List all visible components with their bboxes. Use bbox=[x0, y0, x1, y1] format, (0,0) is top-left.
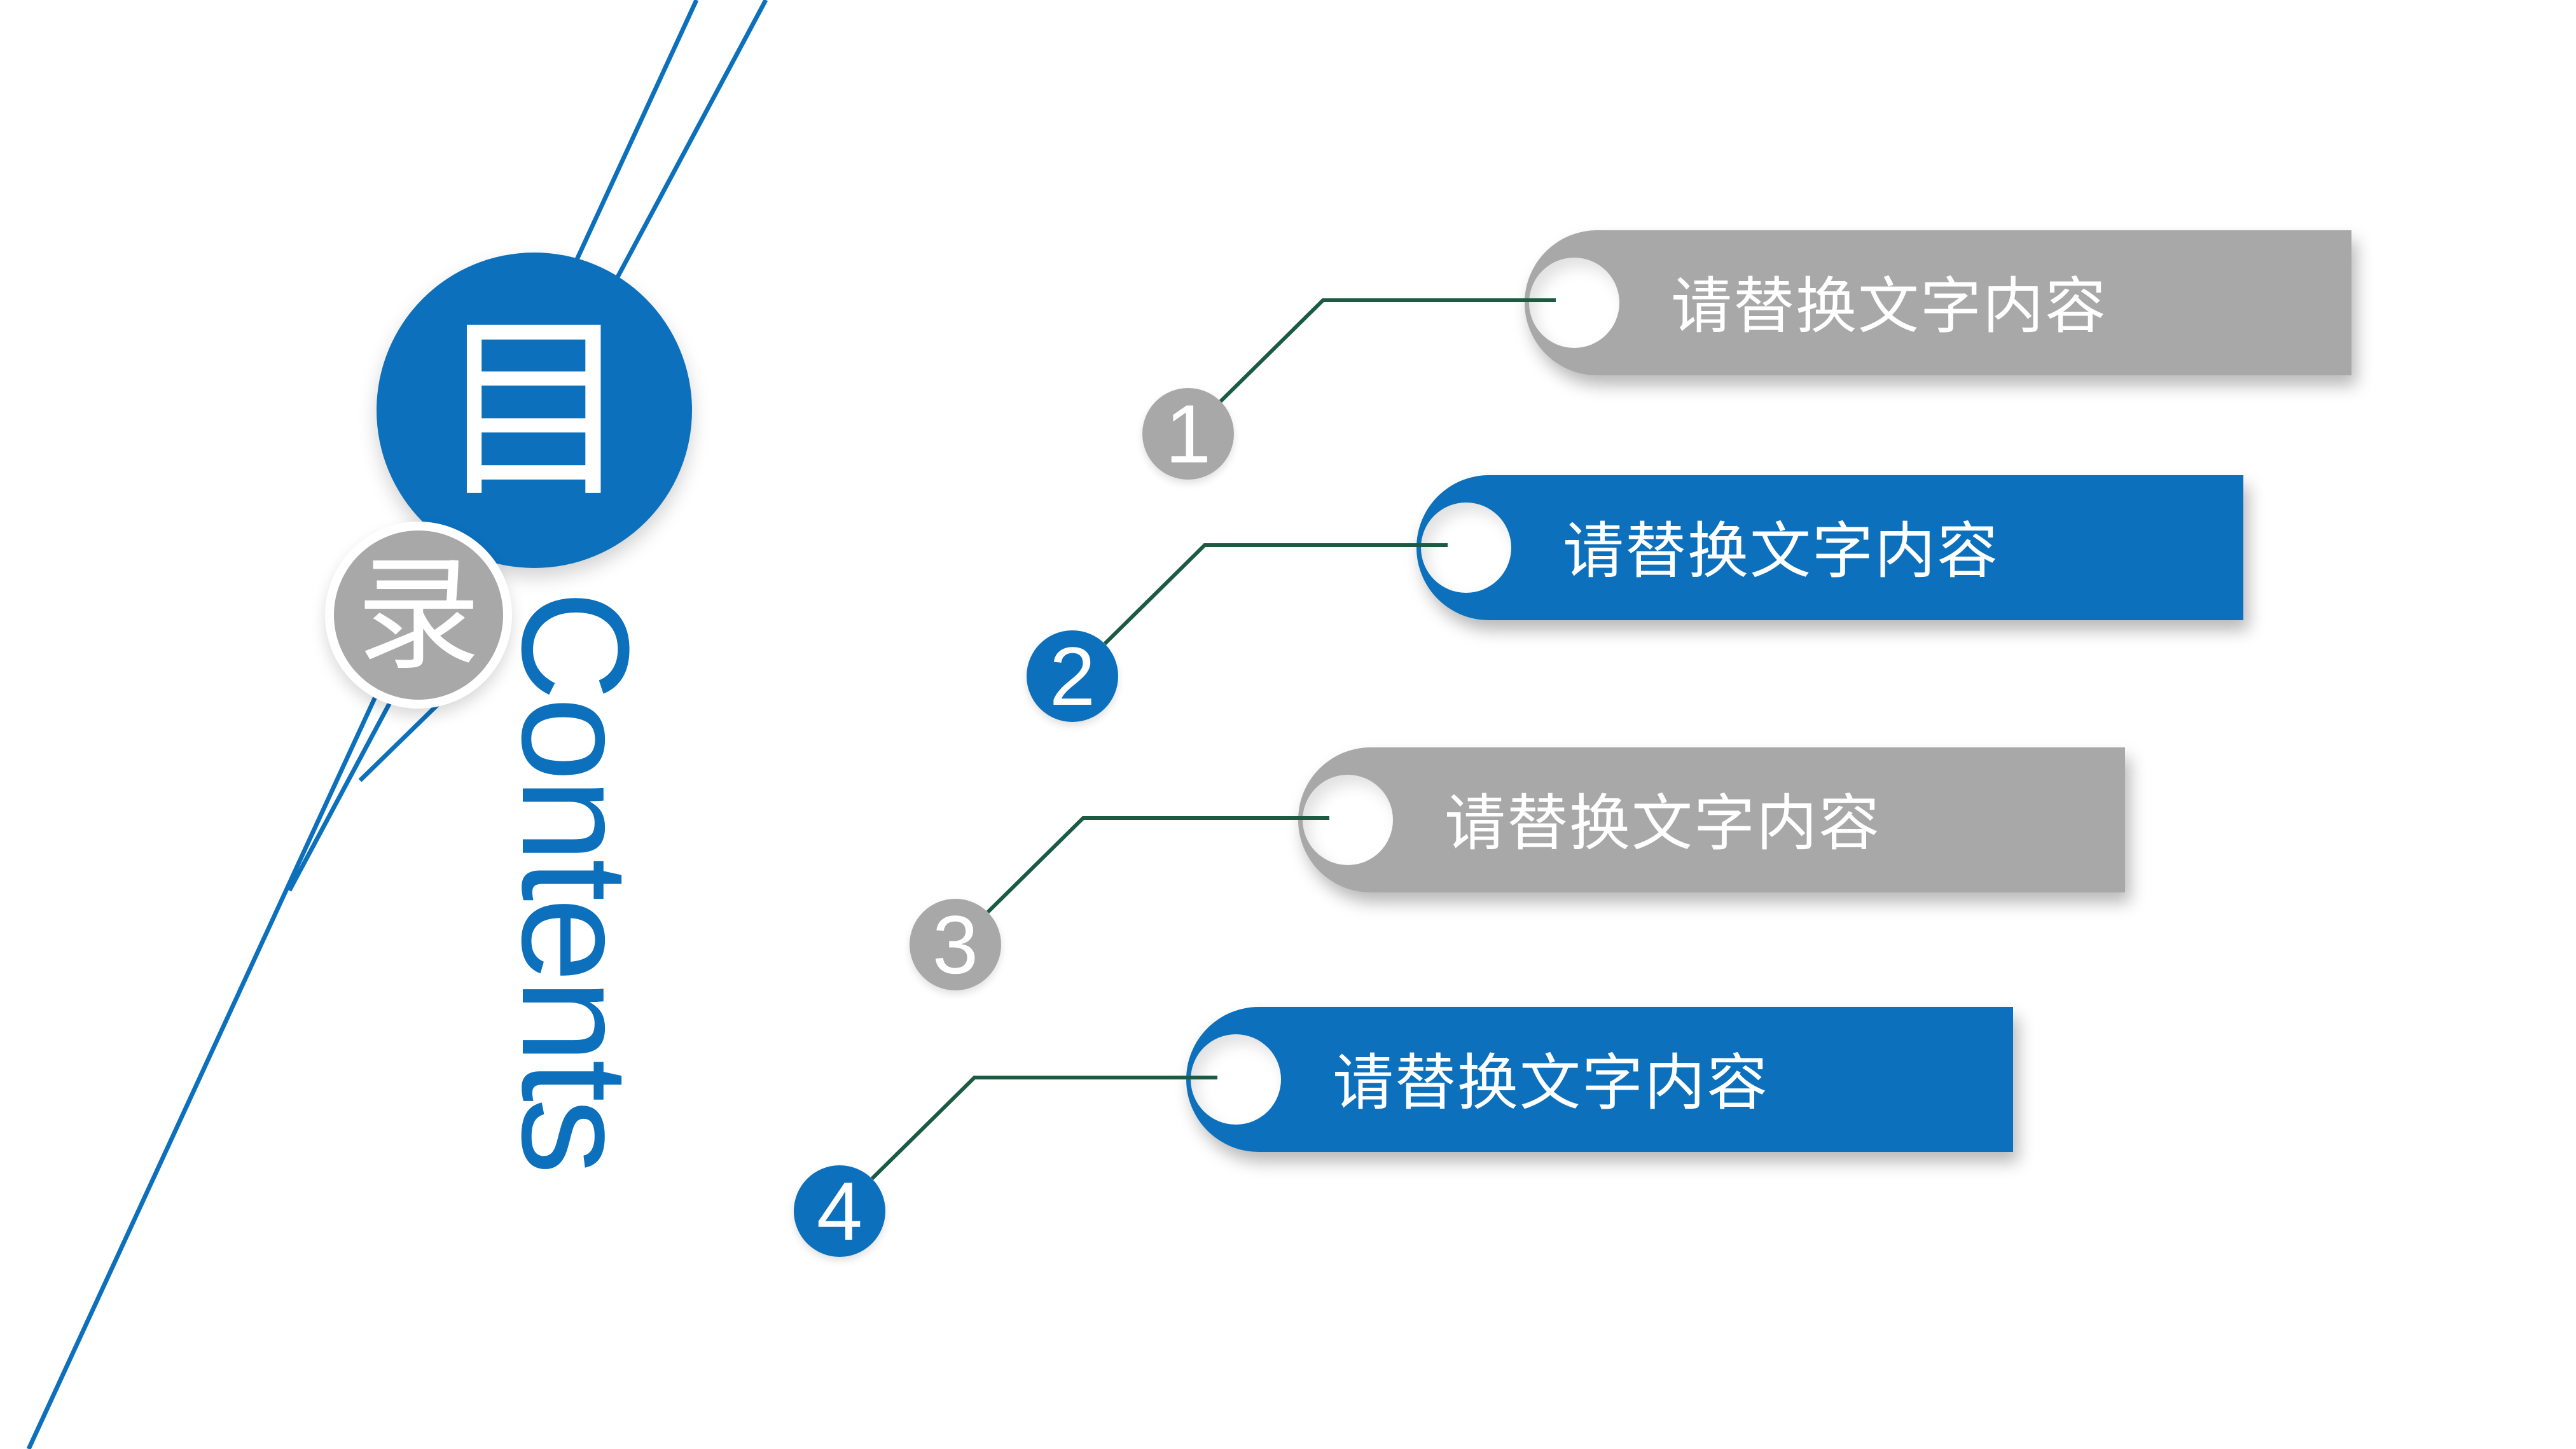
bar-end-circle bbox=[1529, 258, 1619, 348]
toc-item-number-2[interactable]: 2 bbox=[1027, 630, 1118, 722]
toc-subtitle-circle: 录 bbox=[325, 522, 512, 709]
toc-item-bar-3[interactable]: 请替换文字内容 bbox=[1298, 747, 2125, 892]
number-text: 4 bbox=[816, 1165, 863, 1258]
bar-end-circle bbox=[1303, 775, 1393, 865]
toc-item-label: 请替换文字内容 bbox=[1671, 272, 2107, 341]
toc-item-label: 请替换文字内容 bbox=[1333, 1049, 1769, 1118]
number-text: 1 bbox=[1165, 387, 1212, 480]
bar-end-circle bbox=[1191, 1034, 1281, 1125]
toc-item-number-4[interactable]: 4 bbox=[794, 1165, 885, 1257]
toc-item-bar-2[interactable]: 请替换文字内容 bbox=[1416, 475, 2243, 620]
toc-item-bar-4[interactable]: 请替换文字内容 bbox=[1186, 1007, 2013, 1152]
toc-subtitle-char: 录 bbox=[356, 545, 481, 684]
diagonal-line-short bbox=[358, 700, 443, 782]
toc-item-number-3[interactable]: 3 bbox=[910, 899, 1001, 990]
toc-item-bar-1[interactable]: 请替换文字内容 bbox=[1525, 230, 2351, 375]
number-text: 3 bbox=[932, 898, 979, 991]
toc-item-label: 请替换文字内容 bbox=[1444, 789, 1881, 858]
toc-item-number-1[interactable]: 1 bbox=[1142, 388, 1234, 480]
contents-label: Contents bbox=[490, 590, 661, 1171]
bar-end-circle bbox=[1421, 503, 1511, 593]
toc-item-label: 请替换文字内容 bbox=[1563, 517, 1999, 586]
toc-title-char: 目 bbox=[436, 300, 633, 520]
diagonal-line-long bbox=[26, 0, 699, 1449]
toc-title-circle: 目 bbox=[377, 253, 692, 568]
number-text: 2 bbox=[1049, 630, 1096, 723]
